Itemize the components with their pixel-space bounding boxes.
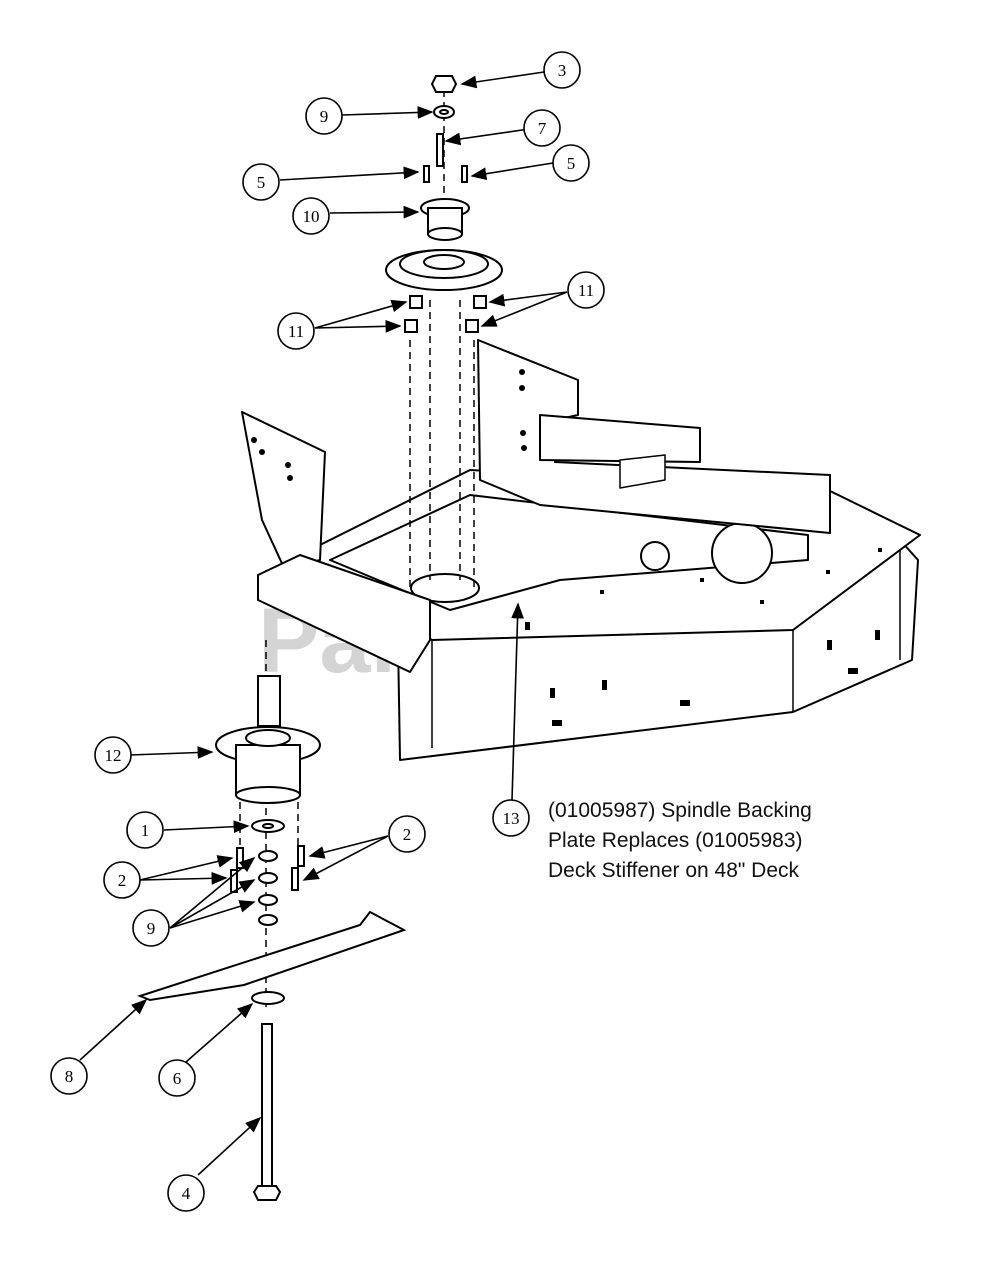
standoff-nut-2 (473, 295, 487, 309)
center-hole (640, 541, 670, 571)
callout-12: 12 (94, 736, 132, 774)
deck-assembly (241, 339, 921, 761)
svg-text:9: 9 (320, 107, 329, 126)
callout-13: 13 (492, 799, 530, 837)
svg-text:13: 13 (503, 809, 520, 828)
callout-10: 10 (292, 197, 330, 235)
svg-text:2: 2 (118, 871, 127, 890)
upper-spindle-stack (385, 75, 503, 590)
callout-7: 7 (523, 109, 561, 147)
svg-text:1: 1 (141, 821, 150, 840)
svg-text:12: 12 (105, 746, 122, 765)
svg-text:9: 9 (147, 919, 156, 938)
callout-2-left: 2 (103, 861, 141, 899)
svg-text:11: 11 (578, 281, 594, 300)
svg-text:10: 10 (303, 207, 320, 226)
callout-6: 6 (158, 1059, 196, 1097)
callout-1: 1 (126, 811, 164, 849)
callout-5-right: 5 (552, 144, 590, 182)
lower-spindle-stack (137, 640, 407, 1201)
callout-11-left: 11 (277, 312, 315, 350)
callout-9-bottom: 9 (132, 909, 170, 947)
callout-2-right: 2 (388, 815, 426, 853)
note-line-2: Plate Replaces (01005983) (548, 829, 803, 852)
callout-8: 8 (50, 1057, 88, 1095)
svg-text:6: 6 (173, 1069, 182, 1088)
spindle-shaft (257, 675, 281, 727)
hex-nut (430, 75, 458, 93)
svg-text:5: 5 (257, 173, 266, 192)
svg-text:11: 11 (288, 322, 304, 341)
spindle-hole-left (410, 573, 480, 603)
callout-3: 3 (543, 51, 581, 89)
bolt-2b (297, 845, 305, 867)
svg-text:7: 7 (538, 119, 547, 138)
svg-text:2: 2 (403, 825, 412, 844)
front-rail (257, 554, 431, 673)
key-pin (436, 133, 444, 167)
leader-lines (79, 71, 568, 1176)
left-bracket (241, 411, 326, 571)
note-line-1: (01005987) Spindle Backing (548, 799, 812, 822)
mower-blade (137, 910, 407, 1002)
replacement-note: (01005987) Spindle Backing Plate Replace… (548, 796, 978, 886)
bolt-2a (236, 847, 244, 869)
long-bolt (261, 1023, 273, 1187)
callout-11-right: 11 (567, 271, 605, 309)
svg-text:8: 8 (65, 1067, 74, 1086)
bolt-right (461, 165, 468, 183)
svg-text:5: 5 (567, 154, 576, 173)
bolt-left (423, 165, 430, 183)
standoff-nut-1 (409, 295, 423, 309)
bolt-head (252, 1185, 282, 1201)
note-line-3: Deck Stiffener on 48" Deck (548, 859, 800, 882)
callout-5-left: 5 (242, 163, 280, 201)
callout-9-top: 9 (305, 97, 343, 135)
bolt-2d (291, 867, 299, 891)
callouts: 3 9 7 5 5 10 11 11 12 1 2 2 9 13 8 6 4 (50, 51, 605, 1212)
svg-text:4: 4 (182, 1184, 191, 1203)
rear-bracket (477, 339, 831, 534)
washer-6 (251, 991, 285, 1005)
standoff-nut-3 (404, 319, 418, 333)
svg-text:3: 3 (558, 61, 567, 80)
spindle-hole-right (711, 522, 773, 584)
callout-4: 4 (167, 1174, 205, 1212)
standoff-nut-4 (465, 319, 479, 333)
